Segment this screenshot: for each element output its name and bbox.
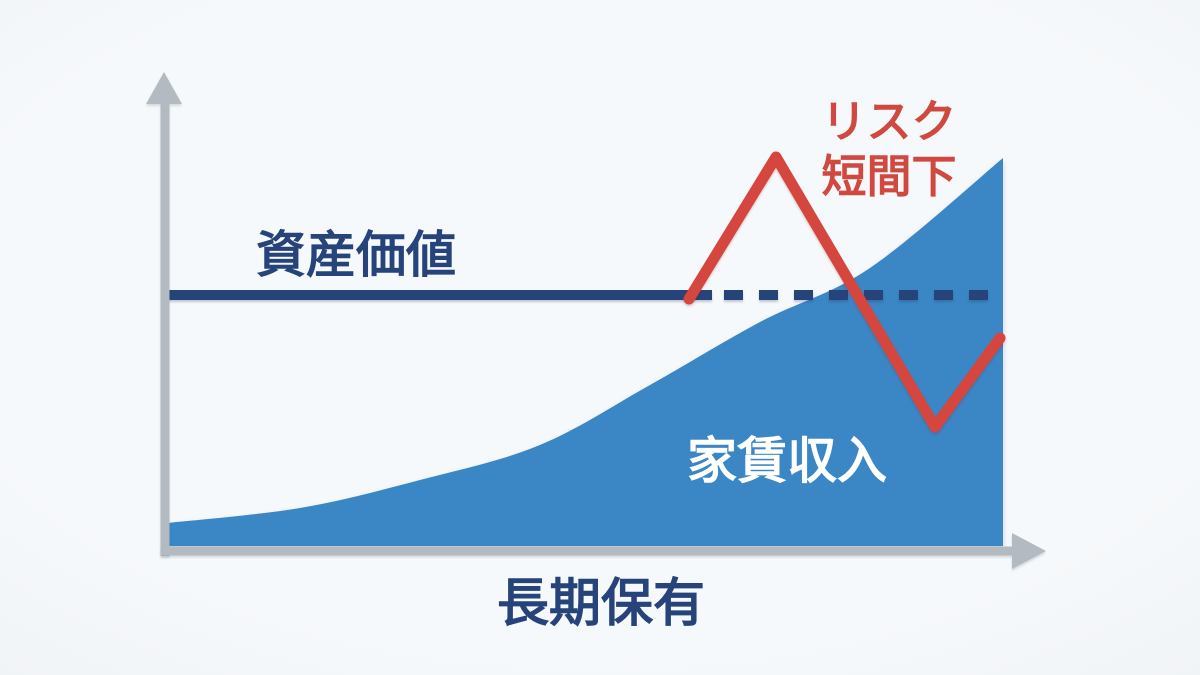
rent-income-label: 家賃収入 <box>687 432 887 490</box>
y-axis <box>146 72 182 556</box>
x-axis-label: 長期保有 <box>497 574 705 634</box>
asset-value-label: 資産価値 <box>256 226 456 284</box>
rent-income-area <box>168 158 1003 546</box>
y-axis-arrowhead-icon <box>146 72 182 104</box>
risk-label-line1: リスク <box>821 95 956 148</box>
x-axis <box>161 533 1046 569</box>
risk-label-line2: 短間下 <box>821 150 956 203</box>
x-axis-arrowhead-icon <box>1012 533 1046 569</box>
risk-line <box>683 151 1006 433</box>
